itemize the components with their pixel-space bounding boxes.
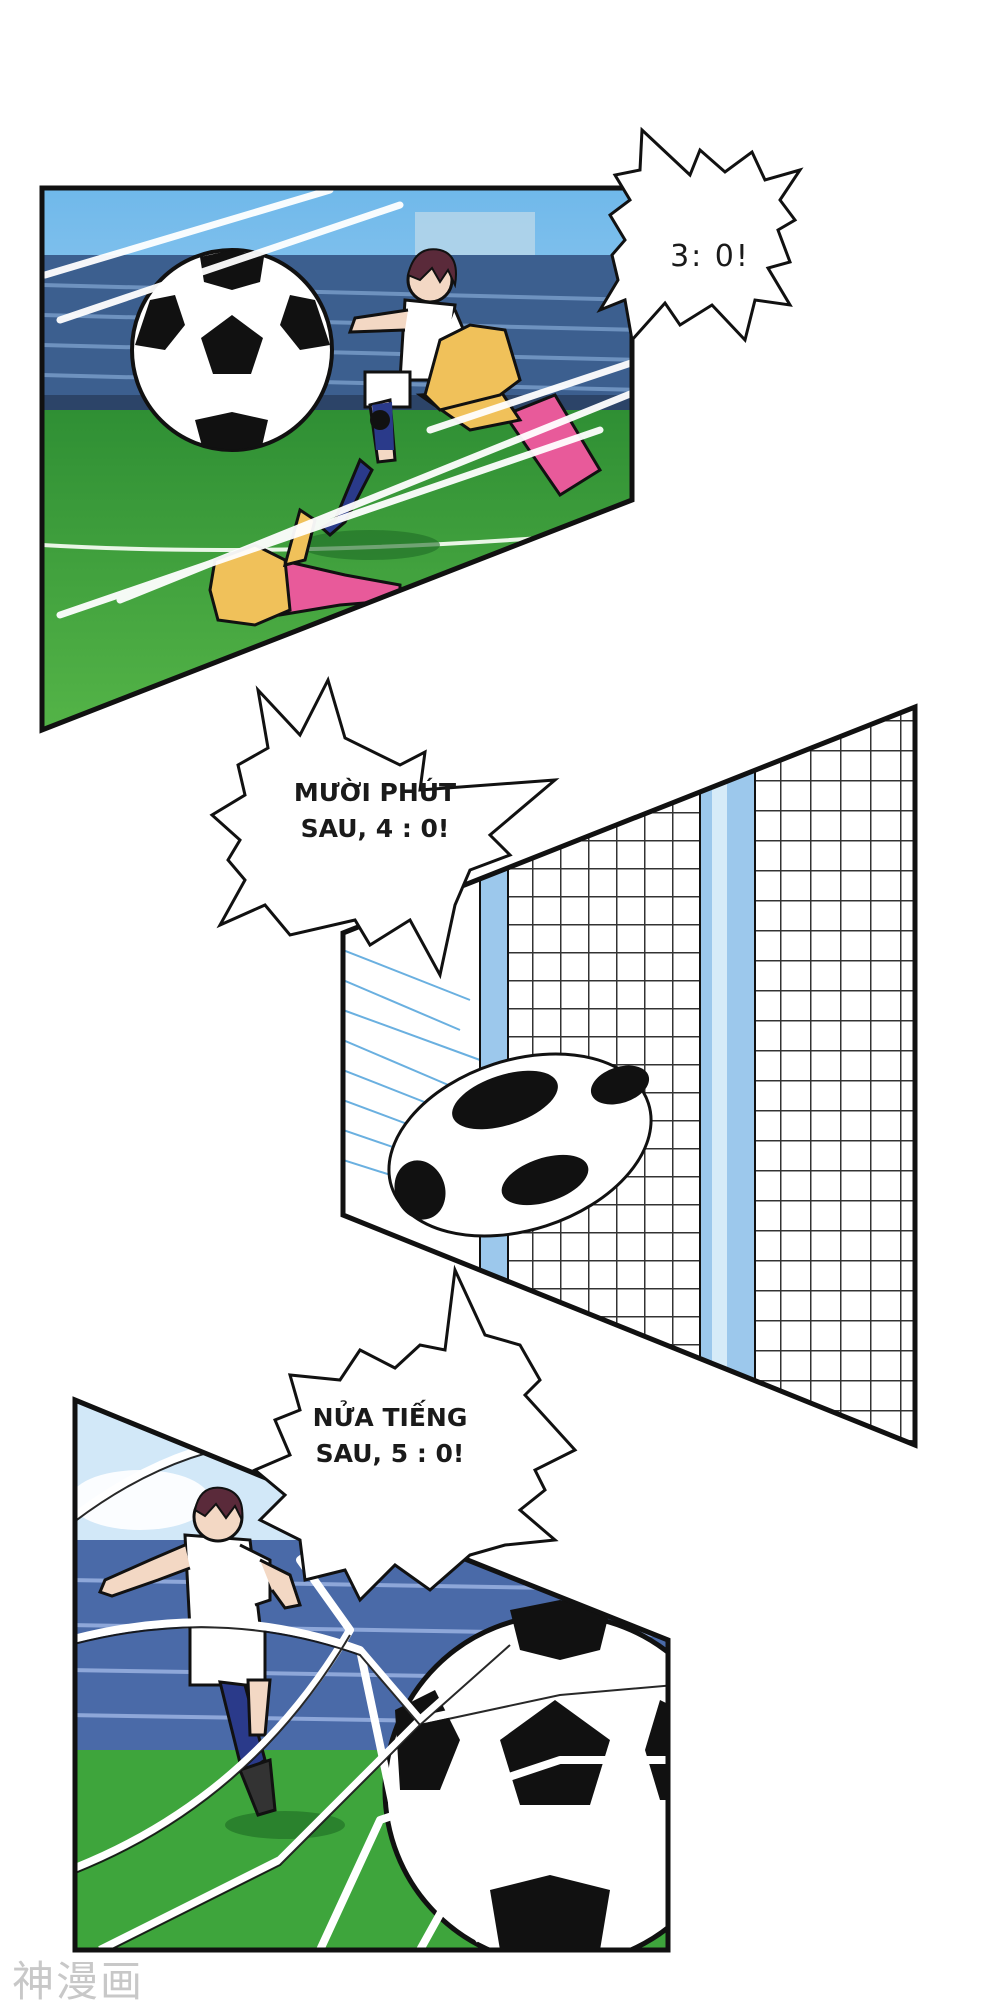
bubble-1-text: 3: 0!: [670, 239, 750, 274]
soccer-ball-icon: [130, 248, 334, 452]
soccer-ball-icon: [382, 1600, 668, 1950]
panel-3: [72, 1396, 671, 1953]
speech-bubble-2: [209, 675, 560, 980]
panel-1: [39, 185, 635, 734]
soccer-ball-icon: [387, 1052, 653, 1238]
striker-player: [319, 248, 473, 537]
bubble-2-text: MƯỜI PHÚT SAU, 4 : 0!: [293, 778, 457, 844]
speech-bubble-3: [252, 1264, 578, 1603]
speech-bubble-1: [596, 126, 804, 344]
watermark: 神漫画: [12, 1957, 145, 2006]
bubble-3-text: NỬA TIẾNG SAU, 5 : 0!: [312, 1403, 468, 1469]
